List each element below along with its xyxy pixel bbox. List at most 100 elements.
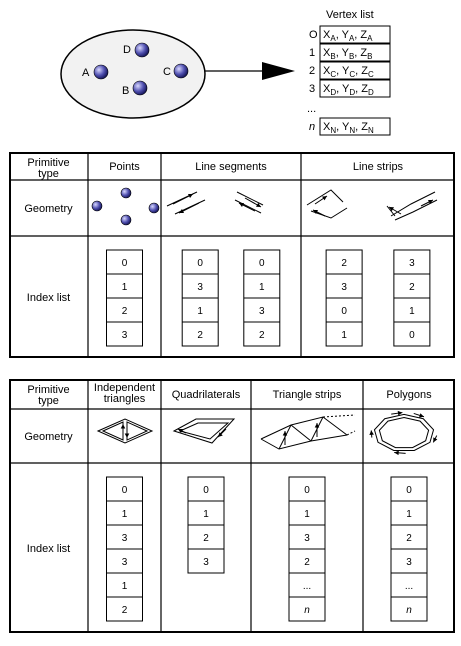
index-list-cell: 2 bbox=[304, 557, 310, 568]
index-list-cell: 1 bbox=[406, 509, 412, 520]
index-list-cell: 3 bbox=[259, 306, 265, 317]
index-list-cell: 1 bbox=[304, 509, 310, 520]
direction-arrow bbox=[420, 199, 434, 207]
index-list-cell: 0 bbox=[406, 485, 412, 496]
column-header-quadrilaterals: Quadrilaterals bbox=[172, 389, 241, 401]
svg-text:A: A bbox=[82, 67, 90, 79]
index-list: 0 3 1 2 bbox=[181, 249, 219, 347]
vertex-point bbox=[120, 187, 132, 199]
column-header-line-segments: Line segments bbox=[195, 161, 267, 173]
index-list-cell: 3 bbox=[122, 557, 128, 568]
table-frame bbox=[9, 152, 455, 358]
direction-arrow bbox=[238, 202, 256, 212]
index-list-cell: 1 bbox=[203, 509, 209, 520]
index-list-cell: 2 bbox=[122, 605, 128, 616]
index-list-cell: 2 bbox=[197, 330, 203, 341]
geometry-quadrilaterals bbox=[172, 418, 236, 444]
column-header-triangle-strips: Triangle strips bbox=[273, 389, 342, 401]
index-list-cell: 3 bbox=[304, 533, 310, 544]
index-list-cell: 3 bbox=[203, 557, 209, 568]
geometry-line-strips bbox=[306, 189, 438, 221]
index-list-cell: 1 bbox=[122, 282, 128, 293]
direction-arrow bbox=[217, 428, 227, 438]
index-list: 0 1 3 2... n bbox=[288, 476, 326, 622]
index-list: 0 1 2 3 bbox=[187, 476, 225, 574]
index-list-cell: 0 bbox=[304, 485, 310, 496]
index-list-cell: 2 bbox=[406, 533, 412, 544]
index-list-cell: 1 bbox=[122, 509, 128, 520]
direction-arrow bbox=[391, 410, 403, 416]
direction-arrow bbox=[388, 206, 402, 215]
direction-arrow bbox=[413, 412, 425, 418]
vertex-list-title: Vertex list bbox=[326, 9, 374, 21]
direction-arrow bbox=[312, 209, 326, 217]
direction-arrow bbox=[124, 423, 130, 438]
index-list-cell: 1 bbox=[341, 330, 347, 341]
column-header-points: Points bbox=[109, 161, 140, 173]
column-header-polygons: Polygons bbox=[386, 389, 432, 401]
index-list-cell: 0 bbox=[122, 485, 128, 496]
index-list-cell: ... bbox=[303, 581, 311, 592]
svg-text:C: C bbox=[163, 66, 171, 78]
point-c: C bbox=[163, 63, 189, 79]
svg-text:B: B bbox=[122, 85, 129, 97]
index-list-cell: 1 bbox=[409, 306, 415, 317]
direction-arrow bbox=[282, 431, 288, 445]
vertex-index-label: 1 bbox=[309, 47, 315, 59]
index-list-cell: 2 bbox=[259, 330, 265, 341]
row-header-geometry: Geometry bbox=[24, 431, 73, 443]
vertex-index-label: 3 bbox=[309, 83, 315, 95]
direction-arrow bbox=[314, 195, 328, 205]
index-list-cell: 2 bbox=[203, 533, 209, 544]
direction-arrow bbox=[120, 424, 126, 439]
svg-text:D: D bbox=[123, 44, 131, 56]
vertex-coordinates: XN, YN, ZN bbox=[323, 121, 374, 135]
vertex-index-label: n bbox=[309, 121, 315, 133]
index-list-cell: ... bbox=[405, 581, 413, 592]
direction-arrow bbox=[394, 450, 406, 456]
row-header-index-list: Index list bbox=[27, 292, 70, 304]
vertex-list-entry: 3 XD, YD, ZD bbox=[309, 79, 391, 98]
index-list-cell: 3 bbox=[122, 533, 128, 544]
point-set-ellipse bbox=[60, 29, 206, 119]
table-frame bbox=[9, 379, 455, 633]
point-a: A bbox=[82, 64, 109, 80]
vertex-list-ellipsis: ... bbox=[307, 103, 316, 115]
index-list-cell: 0 bbox=[341, 306, 347, 317]
geometry-polygons bbox=[369, 410, 438, 456]
vertex-list-entry: n XN, YN, ZN bbox=[309, 117, 391, 136]
index-list-cell: 0 bbox=[409, 330, 415, 341]
index-list-cell: 0 bbox=[259, 258, 265, 269]
mapping-arrow bbox=[205, 62, 295, 80]
geometry-independent-triangles bbox=[96, 418, 154, 444]
direction-arrow bbox=[432, 435, 438, 443]
index-list-cell: 3 bbox=[122, 330, 128, 341]
geometry-points bbox=[91, 187, 160, 226]
point-b: B bbox=[122, 80, 148, 97]
vertex-index-label: O bbox=[309, 29, 318, 41]
direction-arrow bbox=[172, 193, 194, 205]
vertex-coordinates: XD, YD, ZD bbox=[323, 83, 374, 97]
index-list-cell: n bbox=[304, 605, 310, 616]
vertex-point bbox=[148, 202, 160, 214]
direction-arrow bbox=[178, 202, 200, 214]
index-list-cell: 3 bbox=[197, 282, 203, 293]
index-list-cell: 3 bbox=[409, 258, 415, 269]
vertex-index-label: 2 bbox=[309, 65, 315, 77]
direction-arrow bbox=[244, 197, 262, 208]
index-list-cell: 1 bbox=[197, 306, 203, 317]
direction-arrow bbox=[314, 423, 320, 437]
index-list-cell: 0 bbox=[197, 258, 203, 269]
vertex-coordinates: XC, YC, ZC bbox=[323, 65, 374, 79]
index-list-cell: 0 bbox=[203, 485, 209, 496]
geometry-line-segments bbox=[166, 191, 264, 215]
